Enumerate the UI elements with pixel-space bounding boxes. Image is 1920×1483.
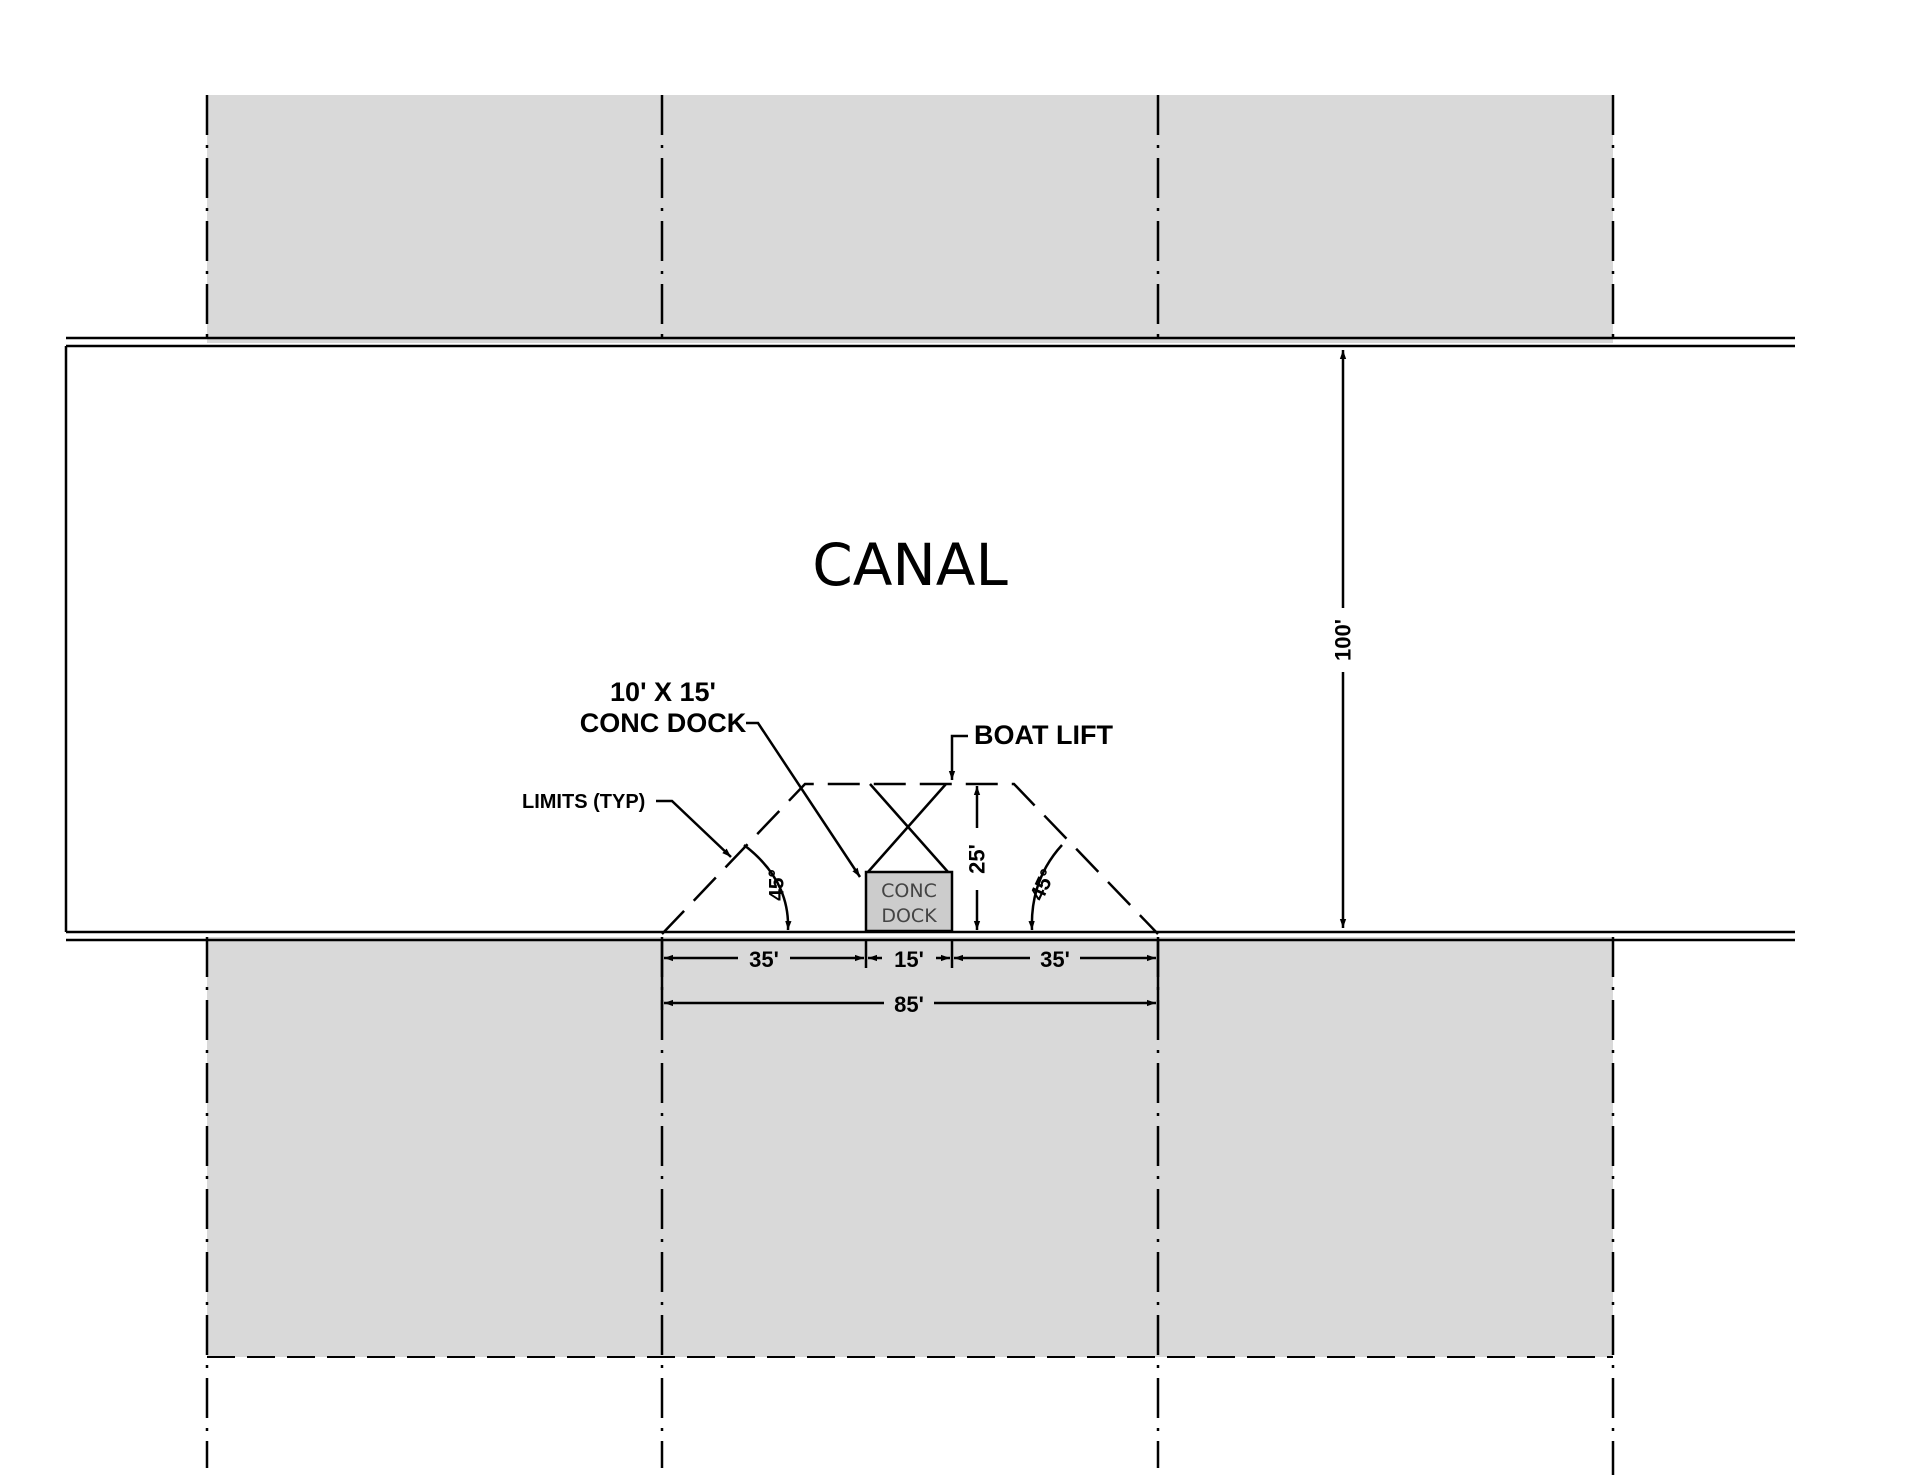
dock-callout-line1: 10' X 15' <box>610 677 716 707</box>
right-angle: 45° <box>1026 844 1063 931</box>
boat-lift-callout: BOAT LIFT <box>948 720 1113 780</box>
left-setback-label: 35' <box>749 947 779 972</box>
limits-label: LIMITS (TYP) <box>522 791 645 813</box>
right-angle-label: 45° <box>1026 866 1060 905</box>
right-setback-label: 35' <box>1040 947 1070 972</box>
bottom-lot-1 <box>207 937 662 1357</box>
top-lot-2 <box>662 95 1158 343</box>
boat-lift-label: BOAT LIFT <box>974 720 1113 750</box>
seawalls <box>64 336 1795 942</box>
bottom-dimensions <box>660 940 1160 1010</box>
lift-depth-dimension: 25' <box>965 786 990 930</box>
conc-dock: CONC DOCK <box>864 870 954 933</box>
dock-callout-line2: CONC DOCK <box>580 708 747 738</box>
lift-depth-label: 25' <box>965 844 990 874</box>
total-width-label: 85' <box>894 992 924 1017</box>
canal-label: CANAL <box>812 531 1008 599</box>
dock-callout: 10' X 15' CONC DOCK <box>580 677 862 878</box>
property-lines <box>205 95 1615 1475</box>
top-lot-3 <box>1158 95 1613 343</box>
canal-width-label: 100' <box>1331 619 1356 661</box>
dock-width-label: 15' <box>894 947 924 972</box>
conc-dock-line2: DOCK <box>881 905 937 927</box>
limits-callout: LIMITS (TYP) <box>522 791 732 858</box>
conc-dock-line1: CONC <box>881 880 937 902</box>
boat-lift-symbol <box>867 783 949 873</box>
left-angle: 45° <box>743 844 792 931</box>
left-angle-label: 45° <box>766 869 789 901</box>
canal-width-dimension: 100' <box>1331 350 1356 928</box>
top-lot-1 <box>207 95 662 343</box>
bottom-lot-3 <box>1158 937 1613 1357</box>
limits-boundary <box>661 782 1159 935</box>
lots <box>207 95 1613 1357</box>
bottom-lot-2 <box>662 937 1158 1357</box>
